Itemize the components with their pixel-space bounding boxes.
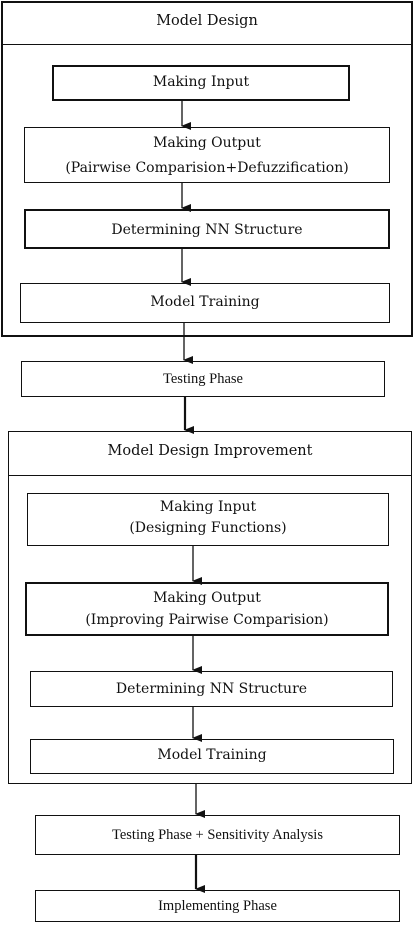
phase-label: Implementing Phase [158, 898, 277, 914]
step-making-output: Making Output (Pairwise Comparision+Defu… [24, 127, 390, 183]
phase-label: Testing Phase + Sensitivity Analysis [112, 827, 323, 843]
section-title-divider [9, 475, 411, 476]
step-sublabel: (Pairwise Comparision+Defuzzification) [65, 160, 349, 176]
step-model-training: Model Training [20, 283, 390, 323]
step-making-input: Making Input (Designing Functions) [27, 493, 389, 546]
step-making-output: Making Output (Improving Pairwise Compar… [25, 582, 389, 636]
section-model-design-improvement: Model Design Improvement [8, 431, 412, 784]
step-label: Determining NN Structure [115, 681, 308, 697]
step-sublabel: (Improving Pairwise Comparision) [85, 612, 329, 628]
phase-implementing: Implementing Phase [35, 890, 400, 922]
step-determining-nn-structure: Determining NN Structure [24, 209, 390, 249]
step-making-input: Making Input [52, 65, 350, 101]
step-label: Making Output [153, 590, 261, 606]
phase-label: Testing Phase [163, 371, 243, 387]
step-label: Determining NN Structure [111, 222, 303, 238]
section-title: Model Design [156, 13, 258, 29]
step-sublabel: (Designing Functions) [129, 520, 287, 536]
step-determining-nn-structure: Determining NN Structure [30, 671, 393, 707]
step-label: Model Training [150, 294, 260, 310]
section-title-divider [3, 44, 411, 45]
phase-testing: Testing Phase [21, 361, 385, 397]
phase-testing-sensitivity: Testing Phase + Sensitivity Analysis [35, 815, 400, 855]
step-model-training: Model Training [30, 739, 394, 774]
step-label: Making Input [159, 499, 257, 515]
step-label: Making Output [153, 135, 261, 151]
section-model-design: Model Design [1, 1, 413, 337]
step-label: Model Training [157, 747, 267, 763]
section-title: Model Design Improvement [107, 443, 313, 459]
step-label: Making Input [152, 74, 250, 90]
